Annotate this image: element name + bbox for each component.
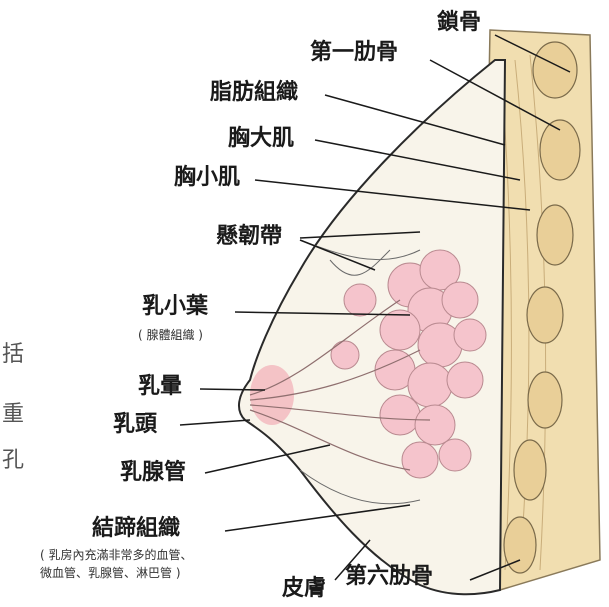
label-lobule-note: ( 腺體組織 ) [138, 328, 203, 344]
label-connective-note-1: ( 乳房內充滿非常多的血管、 [40, 548, 193, 564]
rib-6 [514, 440, 546, 500]
label-fat-tissue: 脂肪組織 [210, 82, 298, 104]
leader-areola [200, 389, 265, 390]
label-nipple: 乳頭 [113, 414, 157, 436]
label-pectoralis-major: 胸大肌 [228, 128, 294, 150]
rib-2 [540, 120, 580, 180]
rib-3 [537, 205, 573, 265]
label-sixth-rib: 第六肋骨 [345, 566, 433, 588]
rib-5 [528, 372, 562, 428]
cutoff-text-1: 括 [2, 344, 24, 366]
label-clavicle: 鎖骨 [437, 12, 481, 34]
label-connective-note-2: 微血管、乳腺管、淋巴管 ) [40, 566, 181, 582]
cutoff-text-3: 孔 [2, 450, 24, 472]
leader-nipple [180, 420, 250, 425]
label-lobule: 乳小葉 [142, 296, 208, 318]
rib-4 [527, 287, 563, 343]
label-connective-tissue: 結蹄組織 [92, 518, 180, 540]
label-milk-duct: 乳腺管 [120, 462, 186, 484]
label-areola: 乳暈 [138, 376, 182, 398]
label-first-rib: 第一肋骨 [310, 42, 398, 64]
label-skin: 皮膚 [282, 578, 326, 600]
label-suspensory-ligament: 懸韌帶 [216, 226, 282, 248]
cutoff-text-2: 重 [2, 404, 24, 426]
label-pectoralis-minor: 胸小肌 [174, 167, 240, 189]
rib-1 [533, 42, 577, 98]
